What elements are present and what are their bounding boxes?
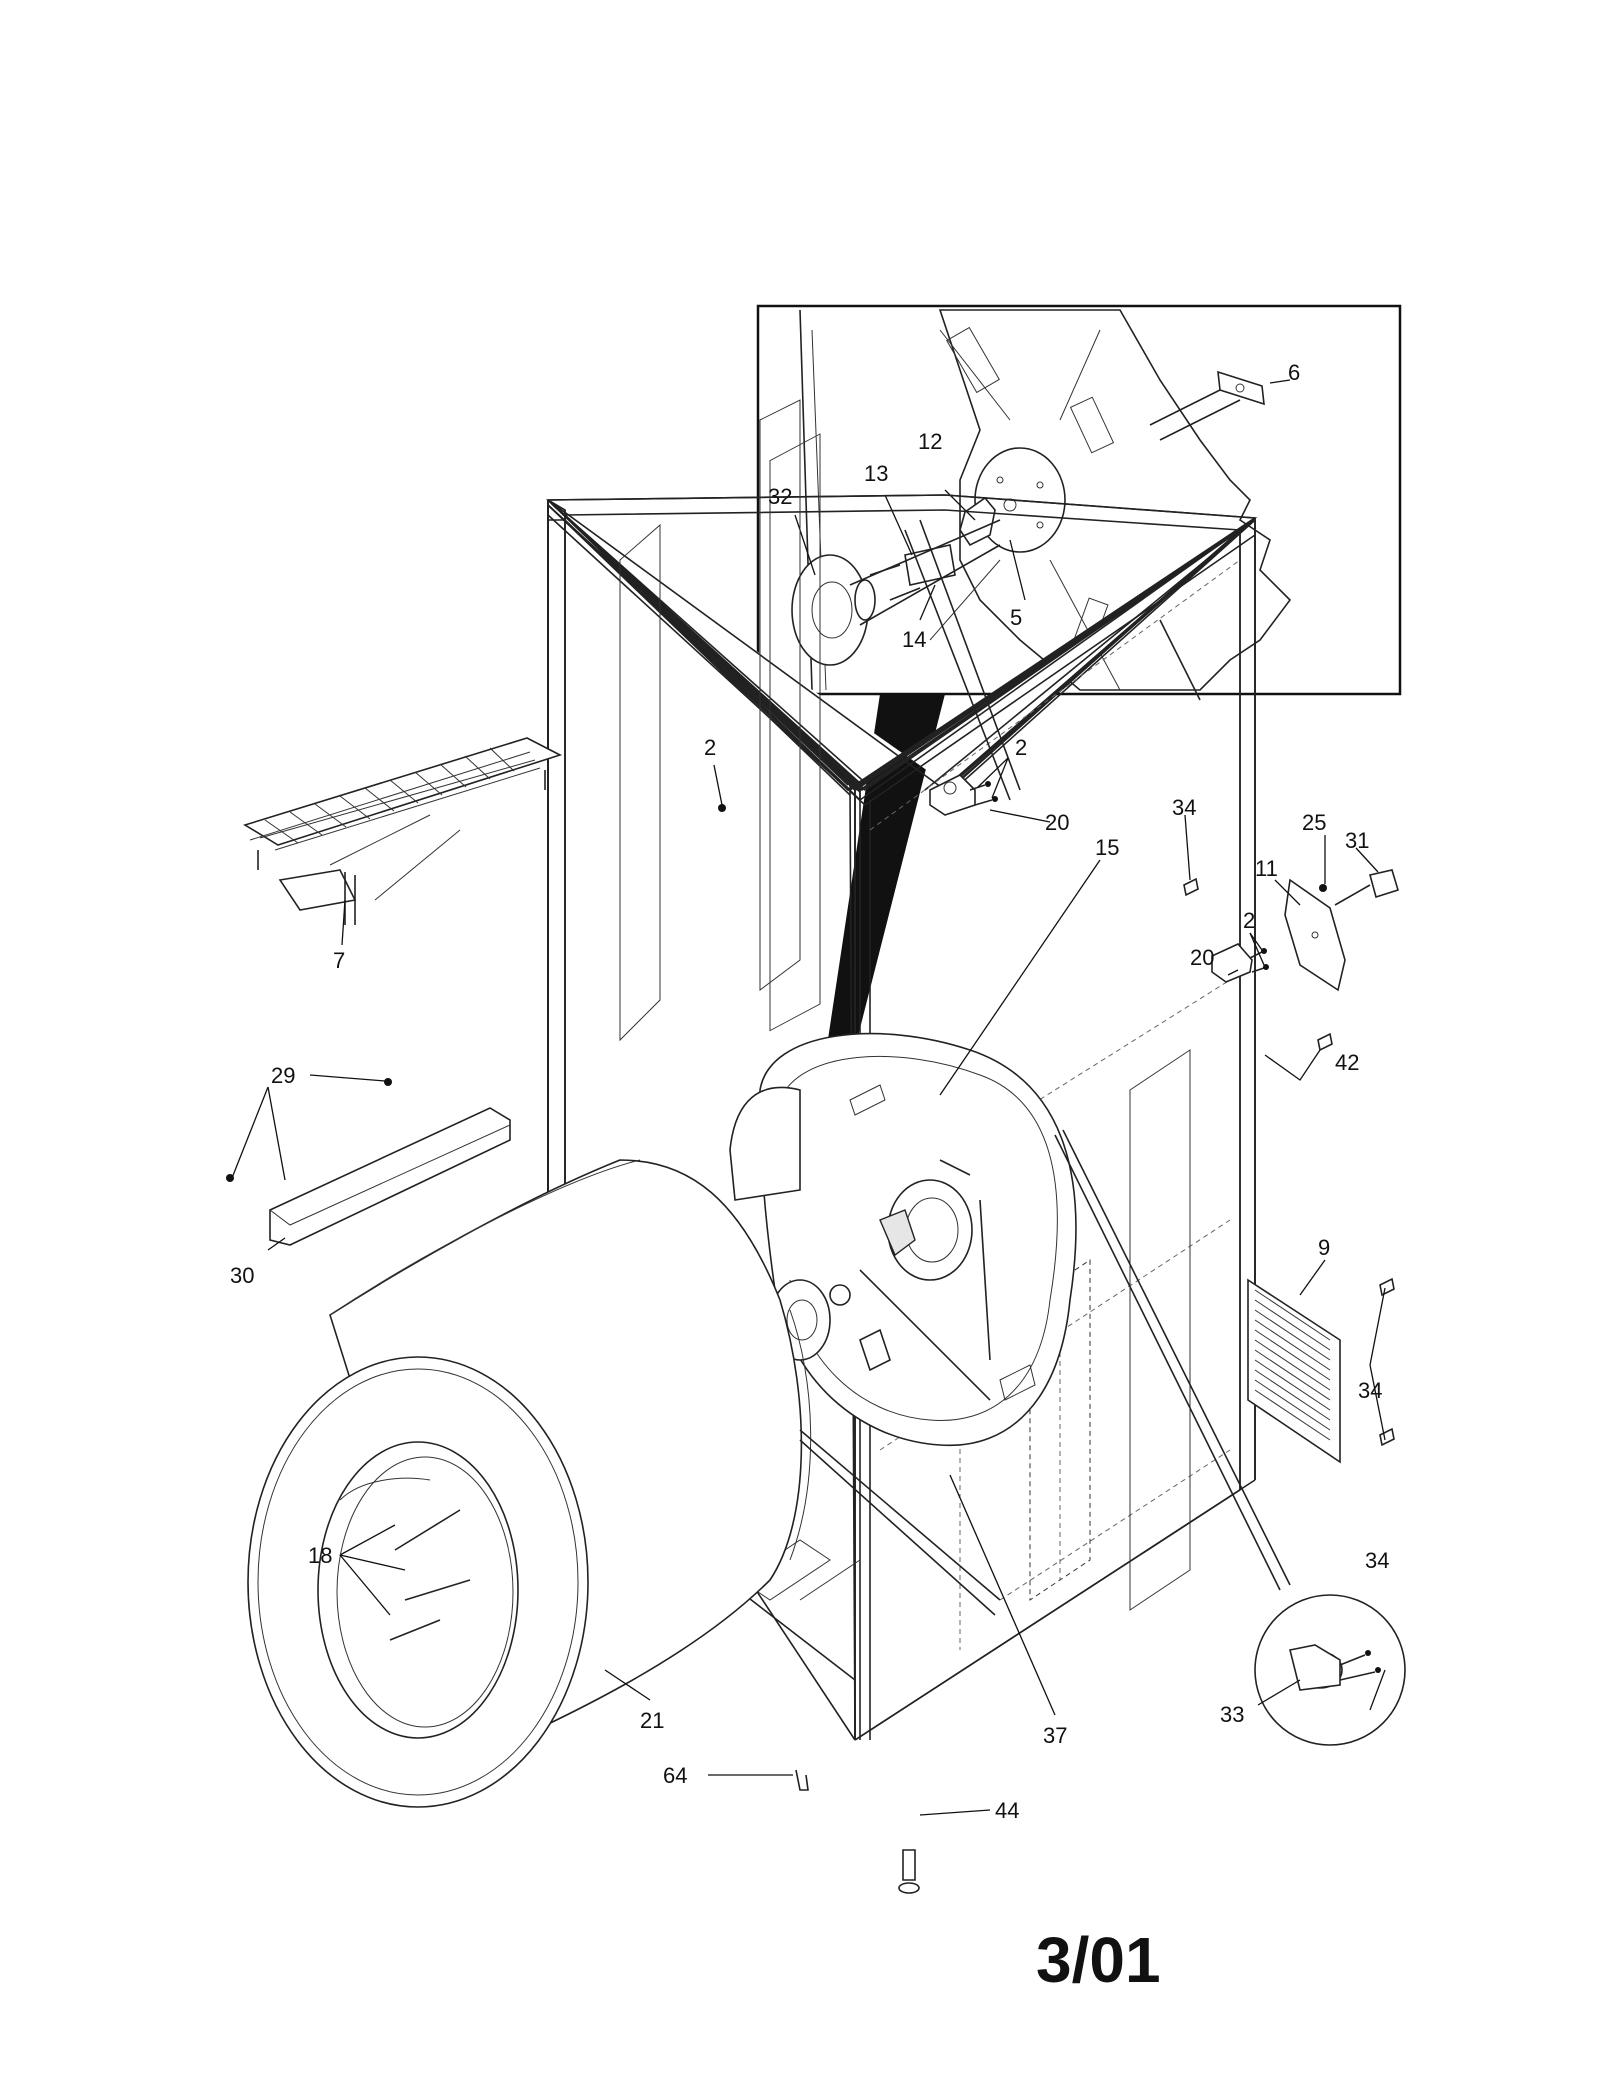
label-30: 30 bbox=[230, 1263, 254, 1288]
belt bbox=[799, 1429, 1001, 1616]
grille bbox=[1247, 1277, 1395, 1464]
label-5: 5 bbox=[1010, 605, 1022, 630]
label-34-grille: 34 bbox=[1358, 1378, 1382, 1403]
label-18: 18 bbox=[308, 1543, 332, 1568]
label-9: 9 bbox=[1318, 1235, 1330, 1260]
leader-lines bbox=[231, 757, 1386, 1816]
rear-bulkhead bbox=[729, 1032, 1077, 1447]
label-6: 6 bbox=[1288, 360, 1300, 385]
rack bbox=[243, 737, 563, 925]
label-37: 37 bbox=[1043, 1723, 1067, 1748]
inset-detail bbox=[756, 304, 1402, 696]
label-2-top-left: 2 bbox=[704, 735, 716, 760]
drum bbox=[247, 1159, 812, 1808]
label-64: 64 bbox=[663, 1763, 687, 1788]
lower-hardware bbox=[795, 1769, 920, 1894]
label-31: 31 bbox=[1345, 828, 1369, 853]
label-11: 11 bbox=[1255, 856, 1278, 881]
label-20-right: 20 bbox=[1190, 945, 1214, 970]
label-32: 32 bbox=[768, 484, 792, 509]
label-33: 33 bbox=[1220, 1702, 1244, 1727]
top-hardware bbox=[718, 774, 1399, 1081]
label-14: 14 bbox=[902, 627, 926, 652]
label-42: 42 bbox=[1335, 1050, 1359, 1075]
label-34-thermostat: 34 bbox=[1365, 1548, 1389, 1573]
label-21: 21 bbox=[640, 1708, 664, 1733]
label-7: 7 bbox=[333, 948, 345, 973]
label-29: 29 bbox=[271, 1063, 295, 1088]
label-13: 13 bbox=[864, 461, 888, 486]
label-15: 15 bbox=[1095, 835, 1119, 860]
label-25: 25 bbox=[1302, 810, 1326, 835]
label-20-top: 20 bbox=[1045, 810, 1069, 835]
trim-panel bbox=[226, 1078, 511, 1246]
part-labels: 6 12 13 32 14 5 2 2 2 20 20 34 34 34 25 … bbox=[230, 360, 1389, 1823]
label-34-top: 34 bbox=[1172, 795, 1196, 820]
thermostat-detail bbox=[1054, 1129, 1406, 1746]
label-12: 12 bbox=[918, 429, 942, 454]
label-2-top-center: 2 bbox=[1015, 735, 1027, 760]
revision-date: 3/01 bbox=[1036, 1924, 1161, 1996]
label-44: 44 bbox=[995, 1798, 1019, 1823]
label-2-right: 2 bbox=[1243, 908, 1255, 933]
